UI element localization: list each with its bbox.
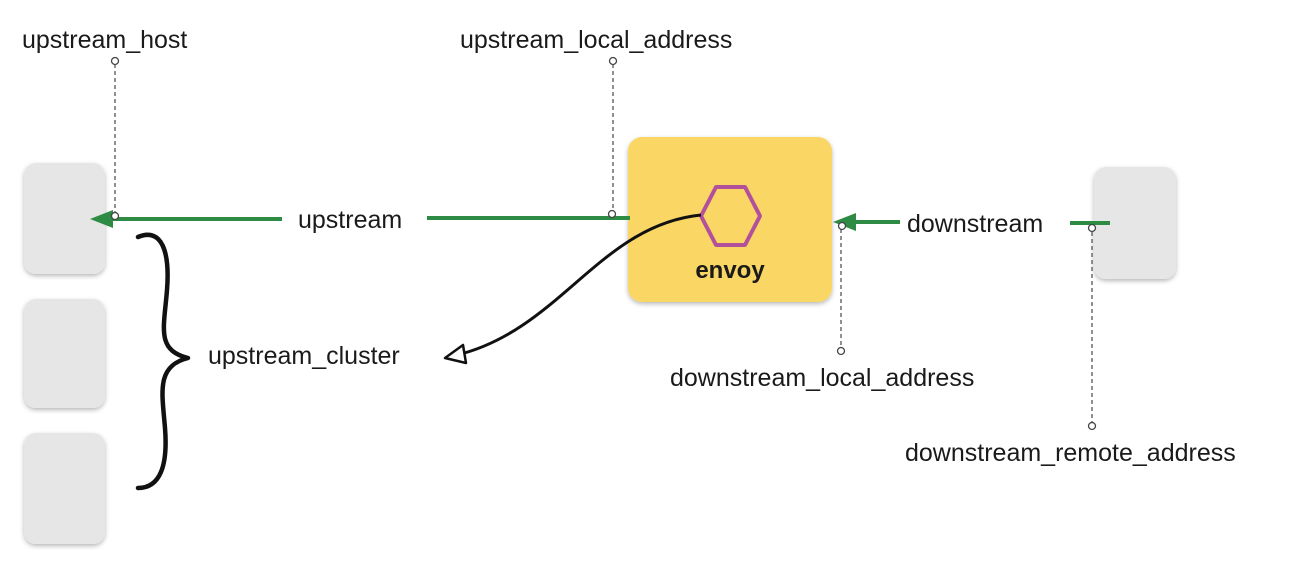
upstream-host-label: upstream_host: [22, 26, 187, 54]
upstream-label: upstream: [298, 206, 402, 234]
upstream-local-address-dot-end: [607, 209, 617, 219]
envoy-label: envoy: [695, 257, 765, 284]
upstream-local-address-dot-top: [608, 56, 618, 66]
upstream-host-box-1: [24, 163, 105, 274]
downstream-remote-address-dot-end: [1087, 421, 1097, 431]
upstream-host-leader-dot-top: [110, 56, 120, 66]
upstream-host-box-3: [24, 433, 105, 544]
upstream-cluster-arrowhead: [443, 343, 468, 365]
downstream-local-address-dot-end: [836, 346, 846, 356]
upstream-cluster-brace: [135, 232, 191, 491]
downstream-remote-address-dot-top: [1087, 223, 1097, 233]
upstream-host-leader-dot-end: [110, 211, 120, 221]
envoy-box: [628, 137, 832, 302]
upstream-local-address-label: upstream_local_address: [460, 26, 732, 54]
upstream-host-box-2: [24, 299, 105, 408]
downstream-local-address-dot-top: [837, 221, 847, 231]
downstream-remote-address-label: downstream_remote_address: [905, 439, 1236, 467]
upstream-arrowhead: [90, 210, 113, 228]
upstream-cluster-curve: [456, 213, 702, 357]
downstream-arrowhead: [833, 213, 856, 231]
downstream-label: downstream: [907, 210, 1043, 238]
downstream-client-box: [1094, 167, 1176, 279]
upstream-cluster-label: upstream_cluster: [208, 342, 400, 370]
downstream-local-address-label: downstream_local_address: [670, 364, 974, 392]
